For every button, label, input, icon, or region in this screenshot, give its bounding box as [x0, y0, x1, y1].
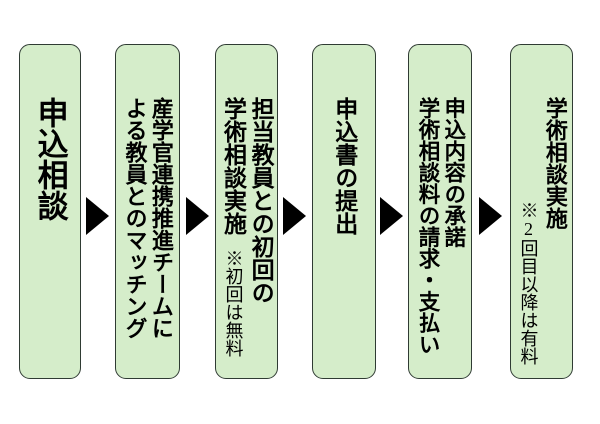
flow-step-1-label: 申込相談 [31, 97, 68, 221]
flow-step-6-note-column: ※2回目以降は有料 [515, 97, 541, 365]
flow-step-3: 担当教員との初回の 学術相談実施 ※初回は無料 [215, 44, 278, 379]
flow-step-5-line-2: 学術相談料の請求・支払い [416, 97, 440, 355]
arrow-right-icon [186, 197, 209, 235]
arrow-right-icon [86, 197, 109, 235]
flow-step-3-line-2-text: 学術相談実施 [220, 97, 247, 235]
flow-step-1-line-1: 申込相談 [32, 97, 68, 221]
arrow-right-icon [283, 197, 306, 235]
flow-step-2-line-2: よる教員とのマッチング [122, 97, 148, 339]
flow-step-3-label: 担当教員との初回の 学術相談実施 ※初回は無料 [219, 97, 275, 357]
flow-step-3-note: ※初回は無料 [223, 249, 244, 357]
flow-step-5: 申込内容の承諾 学術相談料の請求・支払い [408, 44, 472, 379]
flow-step-6-line-1: 学術相談実施 [542, 97, 568, 229]
flow-step-5-line-1: 申込内容の承諾 [441, 97, 466, 248]
flow-step-3-line-1: 担当教員との初回の [248, 97, 275, 304]
flow-step-1: 申込相談 [19, 44, 81, 379]
flow-step-6: 学術相談実施 ※2回目以降は有料 [510, 44, 573, 379]
flow-step-3-line-2: 学術相談実施 ※初回は無料 [219, 97, 247, 357]
arrow-right-icon [479, 197, 502, 235]
flow-step-2-label: 産学官連携推進チームに よる教員とのマッチング [121, 97, 174, 339]
flow-step-5-label: 申込内容の承諾 学術相談料の請求・支払い [414, 97, 466, 355]
flow-step-4-line-1: 申込書の提出 [331, 97, 358, 235]
flow-step-6-note: ※2回目以降は有料 [518, 201, 539, 365]
arrow-right-icon [380, 197, 403, 235]
flow-step-4: 申込書の提出 [312, 44, 376, 379]
flow-step-2-line-1: 産学官連携推進チームに [148, 97, 174, 339]
flow-step-2: 産学官連携推進チームに よる教員とのマッチング [115, 44, 180, 379]
flow-step-6-label: 学術相談実施 ※2回目以降は有料 [515, 97, 568, 365]
flow-step-4-label: 申込書の提出 [330, 97, 358, 235]
